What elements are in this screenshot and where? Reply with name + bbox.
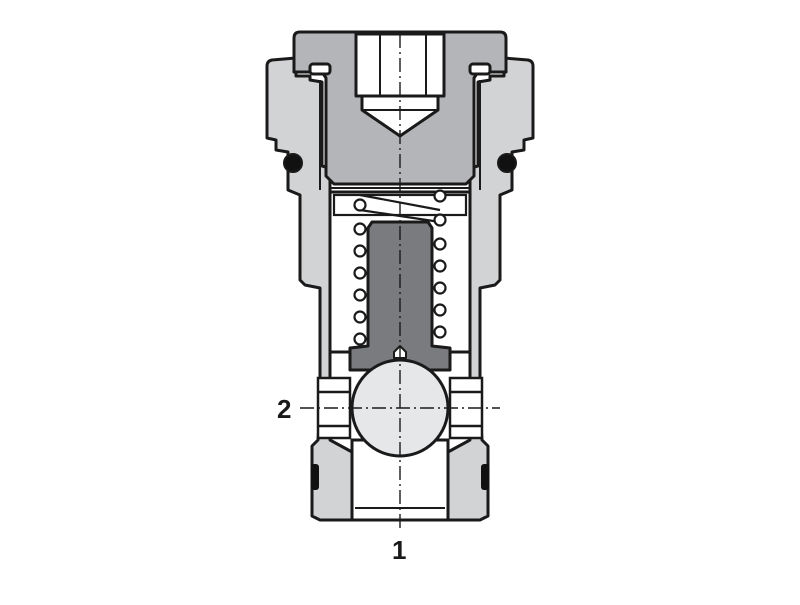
lower-seal-rings — [311, 464, 489, 490]
inner-bore — [328, 190, 472, 522]
port-2-label: 2 — [277, 394, 292, 424]
center-axis — [300, 34, 500, 528]
poppet — [348, 220, 452, 372]
port-1-label: 1 — [392, 535, 407, 565]
upper-o-rings — [283, 153, 517, 173]
